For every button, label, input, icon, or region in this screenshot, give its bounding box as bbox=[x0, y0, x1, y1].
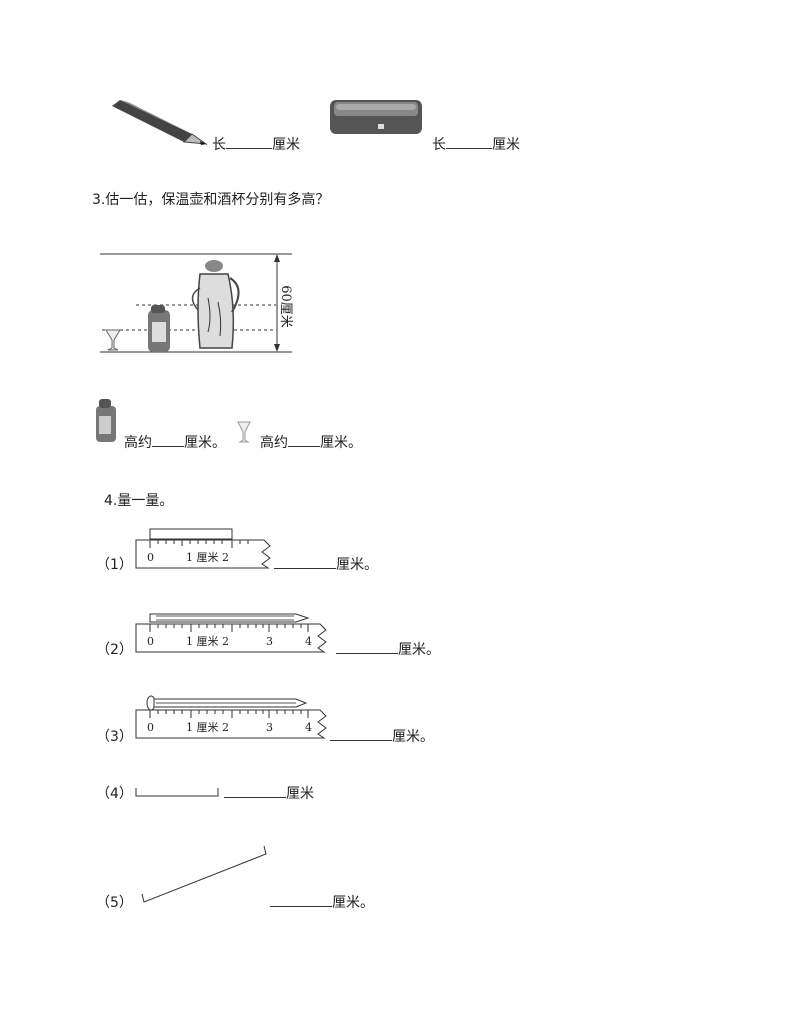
ruler-3: 0 1 厘米 2 3 4 bbox=[135, 695, 327, 739]
case-length-suffix: 厘米 bbox=[492, 137, 520, 153]
ruler-2-tick-3: 3 bbox=[266, 635, 273, 648]
ruler-2-tick-4: 4 bbox=[305, 635, 312, 648]
pencil-length-blank[interactable] bbox=[226, 147, 272, 149]
item-2-suffix: 厘米。 bbox=[398, 642, 440, 658]
ruler-1: 0 1 厘米 2 bbox=[135, 528, 271, 569]
q3-title: 3.估一估，保温壶和酒杯分别有多高？ bbox=[92, 192, 330, 208]
item-2-number: （2） bbox=[96, 642, 133, 658]
item-5-number: （5） bbox=[96, 895, 133, 911]
ruler-2: 0 1 厘米 2 3 4 bbox=[135, 613, 327, 653]
glass-height-blank[interactable] bbox=[288, 445, 320, 447]
glass-height-suffix: 厘米。 bbox=[320, 435, 362, 451]
item-5-blank[interactable] bbox=[270, 905, 332, 907]
height-diagram bbox=[100, 253, 292, 353]
item-4-suffix: 厘米 bbox=[286, 786, 314, 802]
item-5-suffix: 厘米。 bbox=[332, 895, 374, 911]
pencil-length-prefix: 长 bbox=[212, 137, 226, 153]
thermos-height-suffix: 厘米。 bbox=[184, 435, 226, 451]
item-1-blank[interactable] bbox=[274, 567, 336, 569]
item-1-number: （1） bbox=[96, 557, 133, 573]
thermos-height-prefix: 高约 bbox=[124, 435, 152, 451]
item-3-blank[interactable] bbox=[330, 739, 392, 741]
pencil-length-suffix: 厘米 bbox=[272, 137, 300, 153]
ruler-3-tick-0: 0 bbox=[147, 721, 154, 734]
pencil-image bbox=[112, 100, 208, 145]
item-3-number: （3） bbox=[96, 729, 133, 745]
ruler-3-tick-label: 1 厘米 2 bbox=[186, 721, 229, 734]
ruler-2-tick-label: 1 厘米 2 bbox=[186, 635, 229, 648]
glass-height-prefix: 高约 bbox=[260, 435, 288, 451]
case-length-prefix: 长 bbox=[432, 137, 446, 153]
item-4-blank[interactable] bbox=[224, 796, 286, 798]
segment-4 bbox=[135, 788, 219, 797]
case-length-blank[interactable] bbox=[446, 147, 492, 149]
ruler-1-tick-0: 0 bbox=[147, 551, 154, 564]
q4-title: 4.量一量。 bbox=[104, 493, 174, 509]
glass-icon bbox=[237, 421, 251, 443]
ruler-3-tick-3: 3 bbox=[266, 721, 273, 734]
item-3-suffix: 厘米。 bbox=[392, 729, 434, 745]
ruler-1-tick-label: 1 厘米 2 bbox=[186, 551, 229, 564]
pencil-case-image bbox=[330, 100, 422, 134]
thermos-height-blank[interactable] bbox=[152, 445, 184, 447]
item-4-number: （4） bbox=[96, 786, 133, 802]
item-1-suffix: 厘米。 bbox=[336, 557, 378, 573]
ruler-2-tick-0: 0 bbox=[147, 635, 154, 648]
height-label: 60厘米 bbox=[277, 285, 293, 328]
thermos-icon bbox=[96, 399, 116, 442]
segment-5 bbox=[141, 845, 267, 903]
ruler-3-tick-4: 4 bbox=[305, 721, 312, 734]
item-2-blank[interactable] bbox=[336, 652, 398, 654]
